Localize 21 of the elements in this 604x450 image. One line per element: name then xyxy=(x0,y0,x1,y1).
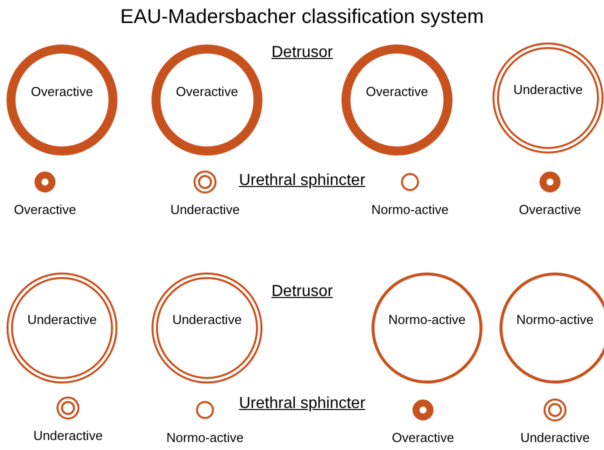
detrusor-label: Normo-active xyxy=(515,312,595,327)
detrusor-label: Underactive xyxy=(171,312,243,327)
section-heading: Urethral sphincter xyxy=(239,172,366,190)
sphincter-label: Underactive xyxy=(32,428,104,443)
sphincter-label: Overactive xyxy=(518,202,582,217)
title: EAU-Madersbacher classification system xyxy=(119,6,485,29)
detrusor-label: Overactive xyxy=(30,84,94,99)
sphincter-label: Underactive xyxy=(519,430,591,445)
detrusor-label: Underactive xyxy=(26,312,98,327)
detrusor-label: Overactive xyxy=(364,84,430,99)
detrusor-label: Normo-active xyxy=(387,312,467,327)
detrusor-label: Overactive xyxy=(174,84,240,99)
detrusor-label: Underactive xyxy=(512,82,584,97)
sphincter-label: Normo-active xyxy=(165,430,245,445)
sphincter-label: Overactive xyxy=(390,430,456,445)
section-heading: Urethral sphincter xyxy=(239,395,366,413)
sphincter-label: Underactive xyxy=(169,202,241,217)
sphincter-label: Normo-active xyxy=(370,202,450,217)
section-heading: Detrusor xyxy=(272,44,333,62)
section-heading: Detrusor xyxy=(272,283,333,301)
sphincter-label: Overactive xyxy=(12,202,78,217)
